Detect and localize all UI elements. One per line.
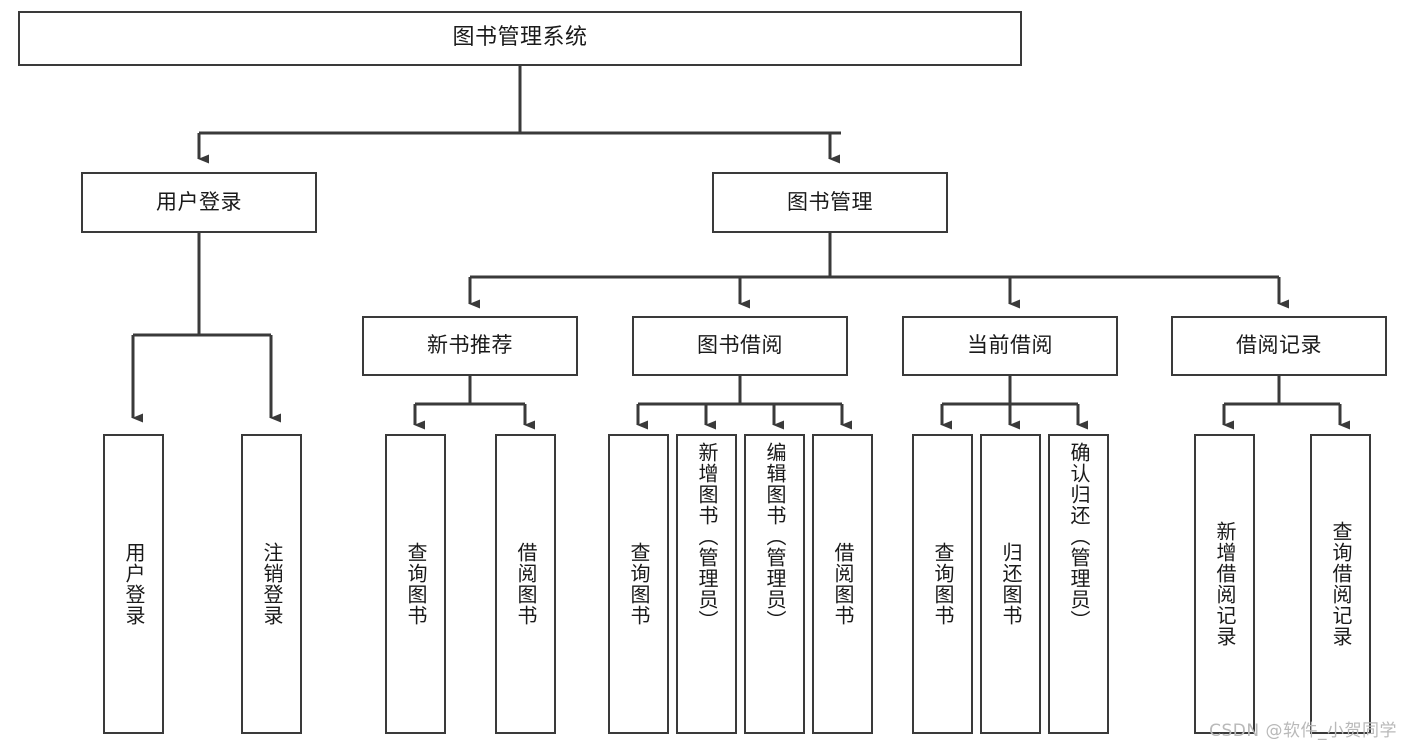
leaf-query-book-borrow[interactable]: 查询图书 xyxy=(608,434,669,734)
node-book-management[interactable]: 图书管理 xyxy=(712,172,948,233)
node-label: 确认归还（管理员） xyxy=(1067,442,1091,631)
node-root-system[interactable]: 图书管理系统 xyxy=(18,11,1022,66)
leaf-query-book-current[interactable]: 查询图书 xyxy=(912,434,973,734)
node-label: 图书借阅 xyxy=(697,333,783,358)
leaf-add-borrow-record[interactable]: 新增借阅记录 xyxy=(1194,434,1255,734)
leaf-query-borrow-record[interactable]: 查询借阅记录 xyxy=(1310,434,1371,734)
leaf-return-book[interactable]: 归还图书 xyxy=(980,434,1041,734)
node-label: 用户登录 xyxy=(122,542,146,626)
leaf-query-book-recommend[interactable]: 查询图书 xyxy=(385,434,446,734)
leaf-user-login[interactable]: 用户登录 xyxy=(103,434,164,734)
node-label: 图书管理系统 xyxy=(452,25,588,51)
node-label: 新书推荐 xyxy=(427,333,513,358)
leaf-add-book-admin[interactable]: 新增图书（管理员） xyxy=(676,434,737,734)
node-label: 归还图书 xyxy=(999,542,1023,626)
node-new-book-recommend[interactable]: 新书推荐 xyxy=(362,316,578,376)
node-label: 新增借阅记录 xyxy=(1213,521,1237,647)
leaf-edit-book-admin[interactable]: 编辑图书（管理员） xyxy=(744,434,805,734)
node-label: 借阅图书 xyxy=(514,542,538,626)
watermark-text: CSDN @软件_小贺同学 xyxy=(1209,721,1397,741)
leaf-logout[interactable]: 注销登录 xyxy=(241,434,302,734)
leaf-borrow-book-recommend[interactable]: 借阅图书 xyxy=(495,434,556,734)
node-user-login[interactable]: 用户登录 xyxy=(81,172,317,233)
node-label: 借阅图书 xyxy=(831,542,855,626)
node-label: 查询图书 xyxy=(931,542,955,626)
node-book-borrow[interactable]: 图书借阅 xyxy=(632,316,848,376)
node-label: 查询图书 xyxy=(404,542,428,626)
node-label: 图书管理 xyxy=(787,189,873,214)
node-label: 查询借阅记录 xyxy=(1329,521,1353,647)
leaf-borrow-book[interactable]: 借阅图书 xyxy=(812,434,873,734)
node-label: 借阅记录 xyxy=(1236,333,1322,358)
node-label: 新增图书（管理员） xyxy=(695,442,719,631)
node-current-borrow[interactable]: 当前借阅 xyxy=(902,316,1118,376)
node-borrow-record[interactable]: 借阅记录 xyxy=(1171,316,1387,376)
leaf-confirm-return-admin[interactable]: 确认归还（管理员） xyxy=(1048,434,1109,734)
node-label: 查询图书 xyxy=(627,542,651,626)
node-label: 当前借阅 xyxy=(967,333,1053,358)
node-label: 编辑图书（管理员） xyxy=(763,442,787,631)
node-label: 用户登录 xyxy=(156,189,242,214)
node-label: 注销登录 xyxy=(260,542,284,626)
